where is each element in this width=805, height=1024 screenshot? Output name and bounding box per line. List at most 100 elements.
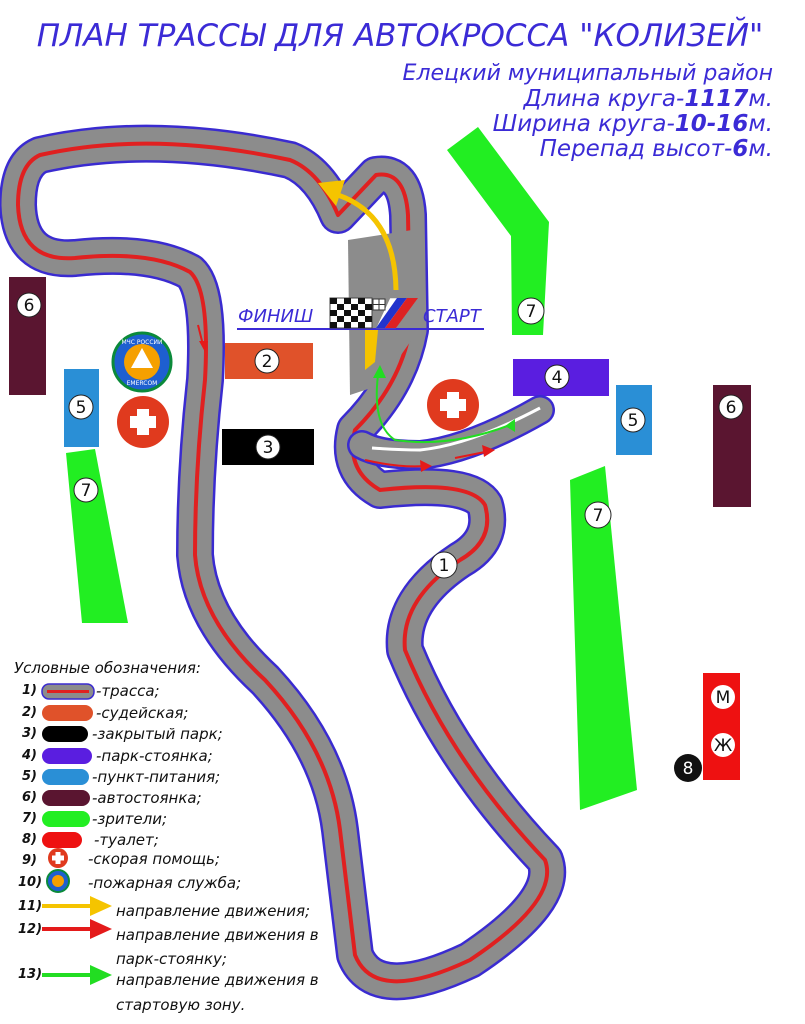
- badge-food-left: 5: [68, 394, 94, 420]
- legend-text-7: -зрители;: [92, 810, 167, 828]
- legend-text-5: -пункт-питания;: [92, 768, 220, 786]
- emblem-bottom-text: EMERCOM: [127, 380, 158, 387]
- legend-text-9: -скорая помощь;: [88, 850, 220, 868]
- ambulance-icon-left: [117, 396, 169, 448]
- start-finish-line: ФИНИШ СТАРТ: [237, 297, 484, 330]
- parking-lot-swatch: [42, 748, 92, 764]
- svg-text:Ж: Ж: [714, 736, 732, 756]
- lap-width-label: Ширина круга-: [493, 111, 675, 137]
- height-drop: Перепад высот-6м.: [540, 136, 773, 162]
- red-arrow-icon: [42, 919, 112, 939]
- legend-num-1: 1): [22, 683, 37, 698]
- badge-wc-women: Ж: [711, 733, 735, 757]
- lap-length: Длина круга-1117м.: [523, 86, 773, 112]
- judges-swatch: [42, 705, 93, 721]
- legend-num-4: 4): [21, 748, 37, 763]
- badge-toilet: 8: [674, 754, 702, 782]
- legend-num-9: 9): [22, 853, 37, 868]
- green-arrow-icon: [42, 965, 112, 985]
- svg-text:8: 8: [683, 759, 694, 779]
- svg-text:7: 7: [526, 302, 537, 322]
- legend-text-10: -пожарная служба;: [88, 874, 241, 892]
- red-paddock-arrow: [364, 445, 495, 472]
- legend-heading: Условные обозначения:: [14, 659, 201, 677]
- svg-text:6: 6: [726, 398, 737, 418]
- yellow-direction-arrow: [318, 180, 399, 291]
- track-swatch: [41, 683, 95, 700]
- red-judges-arrow: [197, 324, 208, 352]
- badge-judges: 2: [254, 348, 280, 374]
- green-start-arrow: [373, 365, 515, 444]
- badge-track: 1: [430, 551, 458, 579]
- svg-text:6: 6: [24, 296, 35, 316]
- legend-text-12b: парк-стоянку;: [116, 950, 227, 968]
- legend-text-13: направление движения в: [116, 971, 319, 989]
- lap-length-label: Длина круга-: [523, 86, 685, 112]
- spectators-zone-top: [447, 127, 549, 335]
- legend-num-6: 6): [22, 790, 37, 805]
- lap-width-unit: м.: [748, 111, 773, 137]
- legend-num-13: 13): [18, 967, 42, 982]
- district-name: Елецкий муниципальный район: [403, 61, 773, 86]
- svg-text:2: 2: [262, 352, 273, 372]
- svg-text:7: 7: [593, 506, 604, 526]
- closed-park-swatch: [42, 726, 88, 742]
- lap-width-value: 10-16: [675, 111, 749, 137]
- food-swatch: [42, 769, 89, 785]
- race-track: [0, 124, 567, 1001]
- emblem-top-text: МЧС РОССИИ: [121, 339, 162, 346]
- badge-closed-park: 3: [255, 434, 281, 460]
- legend-text-11: направление движения;: [116, 902, 310, 920]
- svg-text:5: 5: [628, 411, 639, 431]
- ambulance-icon-center: [427, 379, 479, 431]
- legend-text-13b: стартовую зону.: [116, 996, 245, 1014]
- legend-text-3: -закрытый парк;: [92, 725, 223, 743]
- badge-carpark-left: 6: [16, 292, 42, 318]
- height-drop-unit: м.: [748, 136, 773, 162]
- legend-text-1: -трасса;: [96, 682, 160, 700]
- legend-num-11: 11): [18, 899, 42, 914]
- badge-spectators-left: 7: [73, 477, 99, 503]
- svg-text:4: 4: [552, 368, 563, 388]
- legend-num-2: 2): [22, 705, 37, 720]
- svg-text:5: 5: [76, 398, 87, 418]
- yellow-arrow-icon: [42, 896, 112, 916]
- finish-label: ФИНИШ: [238, 306, 313, 327]
- legend: Условные обозначения: 1) -трасса; 2) -су…: [14, 659, 319, 1014]
- carpark-swatch: [42, 790, 90, 806]
- height-drop-label: Перепад высот-: [540, 136, 733, 162]
- svg-text:7: 7: [81, 481, 92, 501]
- svg-text:1: 1: [439, 556, 450, 576]
- spectators-zone-left: [66, 449, 128, 623]
- svg-text:3: 3: [263, 438, 274, 458]
- legend-ambulance-icon: [48, 848, 68, 868]
- lap-width: Ширина круга-10-16м.: [493, 111, 773, 137]
- badge-food-right: 5: [620, 407, 646, 433]
- legend-emercom-icon: [46, 869, 70, 893]
- map-title: ПЛАН ТРАССЫ ДЛЯ АВТОКРОССА "КОЛИЗЕЙ": [37, 18, 764, 54]
- legend-num-7: 7): [22, 811, 37, 826]
- height-drop-value: 6: [732, 136, 748, 162]
- paddock-lane: [347, 395, 555, 471]
- legend-num-10: 10): [18, 875, 42, 890]
- checkered-flag-icon: [329, 297, 373, 329]
- start-grid-yellow: [365, 330, 378, 370]
- spectators-zone-right: [570, 466, 637, 810]
- legend-text-2: -судейская;: [96, 704, 188, 722]
- badge-spectators-top: 7: [517, 297, 545, 325]
- lap-length-unit: м.: [748, 86, 773, 112]
- legend-text-6: -автостоянка;: [92, 789, 202, 807]
- emercom-emblem-icon: МЧС РОССИИ EMERCOM: [111, 331, 173, 393]
- legend-text-12: направление движения в: [116, 926, 319, 944]
- svg-text:М: М: [716, 688, 731, 708]
- start-straight: [348, 230, 415, 395]
- legend-num-5: 5): [22, 769, 37, 784]
- badge-carpark-right: 6: [718, 394, 744, 420]
- toilet-swatch: [42, 832, 82, 848]
- legend-text-8: -туалет;: [94, 831, 159, 849]
- spectators-swatch: [42, 811, 90, 827]
- legend-num-8: 8): [22, 832, 37, 847]
- start-label: СТАРТ: [423, 306, 483, 327]
